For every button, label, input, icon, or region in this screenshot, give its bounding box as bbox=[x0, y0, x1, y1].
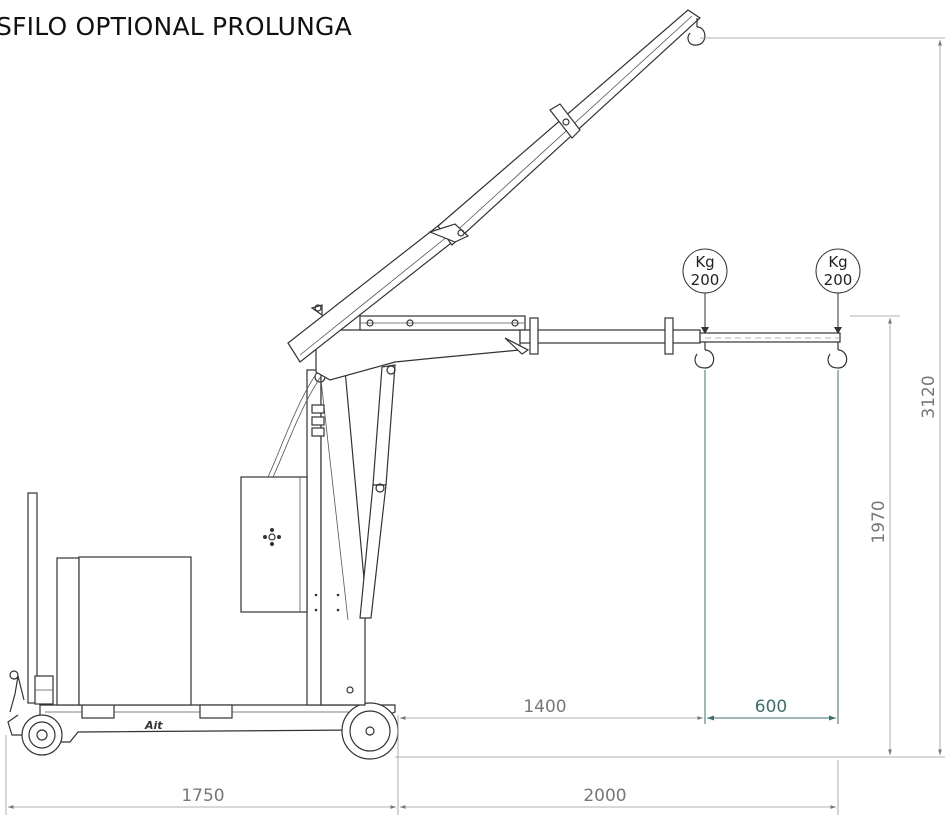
svg-text:1400: 1400 bbox=[523, 697, 566, 717]
svg-text:2000: 2000 bbox=[583, 786, 626, 806]
tiller-handle bbox=[9, 492, 54, 713]
top-hook-icon bbox=[687, 18, 706, 46]
svg-text:200: 200 bbox=[824, 271, 853, 289]
hook-1400-icon bbox=[694, 342, 715, 369]
mast bbox=[306, 369, 372, 706]
load-badge-1: Kg 200 bbox=[682, 248, 728, 334]
svg-text:600: 600 bbox=[755, 697, 787, 717]
drawing-title: SFILO OPTIONAL PROLUNGA bbox=[0, 12, 352, 41]
svg-text:200: 200 bbox=[691, 271, 720, 289]
control-cabinet bbox=[240, 476, 308, 613]
svg-text:1970: 1970 bbox=[869, 500, 889, 543]
front-wheel bbox=[341, 702, 399, 760]
svg-text:1750: 1750 bbox=[181, 786, 224, 806]
inclined-boom bbox=[287, 9, 701, 363]
dimension-1970: 1970 bbox=[869, 318, 892, 755]
dimension-3120: 3120 bbox=[919, 40, 942, 755]
svg-text:3120: 3120 bbox=[919, 375, 939, 418]
hook-2000-icon bbox=[827, 342, 848, 369]
horizontal-boom bbox=[315, 315, 841, 381]
dimension-2000: 2000 bbox=[400, 786, 836, 809]
svg-text:Kg: Kg bbox=[695, 253, 714, 271]
dimension-600: 600 bbox=[707, 697, 836, 721]
battery-box bbox=[56, 556, 192, 706]
hydraulic-cylinder bbox=[359, 364, 396, 619]
dimension-1750: 1750 bbox=[8, 786, 396, 809]
brand-logo: Ait bbox=[144, 719, 163, 732]
load-badge-2: Kg 200 bbox=[815, 248, 861, 334]
dimension-1400: 1400 bbox=[400, 697, 703, 720]
chassis: Ait bbox=[39, 704, 396, 743]
svg-text:Kg: Kg bbox=[828, 253, 847, 271]
rear-wheel bbox=[7, 714, 63, 756]
